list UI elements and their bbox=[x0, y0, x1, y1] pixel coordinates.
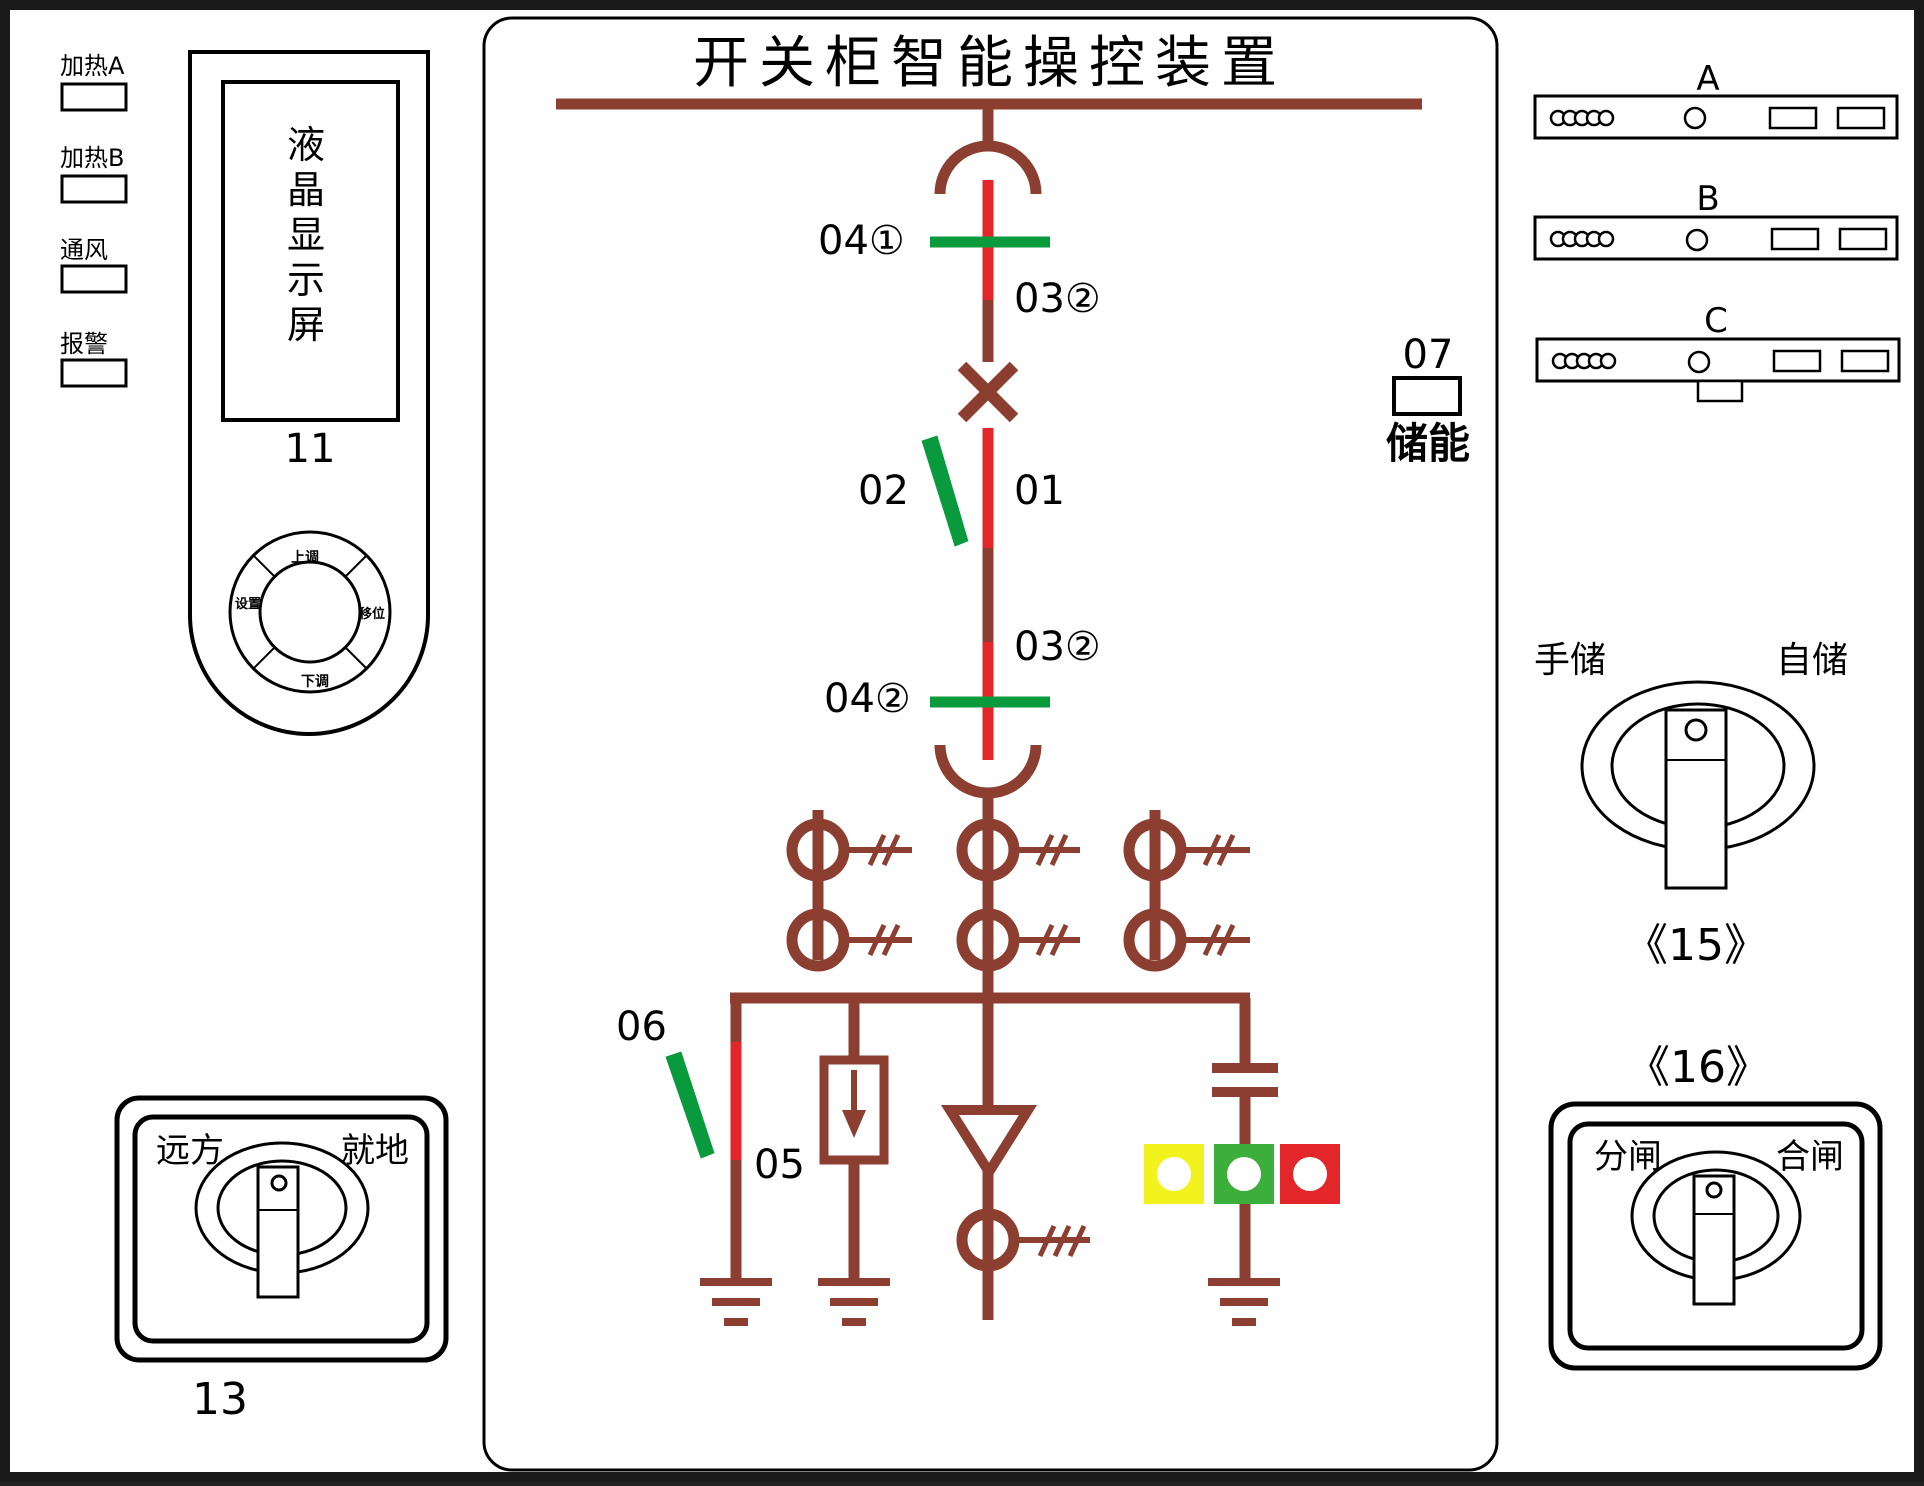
storage-switch-number: 《15》 bbox=[1624, 920, 1768, 971]
label-earth-switch-top: 04① bbox=[818, 218, 905, 264]
indicator-group: 加热A 加热B 通风 报警 bbox=[60, 52, 128, 388]
switch-label-open: 分闸 bbox=[1594, 1137, 1662, 1177]
earth-branch-open-indicator bbox=[665, 1051, 715, 1159]
label-arrester: 05 bbox=[754, 1142, 805, 1188]
lcd-char: 显 bbox=[287, 213, 325, 257]
switch-label-local: 就地 bbox=[341, 1131, 409, 1171]
label-live-top: 03② bbox=[1014, 276, 1101, 322]
remote-local-switch[interactable]: 远方 就地 bbox=[114, 1095, 449, 1363]
indicator-ventilation[interactable]: 通风 bbox=[60, 236, 128, 294]
lcd-unit: 液 晶 显 示 屏 11 上调 下调 设置 移位 bbox=[188, 50, 430, 736]
lcd-char: 屏 bbox=[287, 303, 325, 347]
indicator-label: 报警 bbox=[60, 330, 108, 358]
ct-hash-marks bbox=[867, 833, 1236, 957]
indicator-label: 通风 bbox=[60, 236, 108, 264]
lcd-number: 11 bbox=[285, 426, 336, 472]
phase-panels: A B C bbox=[1533, 59, 1901, 403]
remote-switch-number: 13 bbox=[192, 1374, 248, 1425]
switch-label-remote: 远方 bbox=[156, 1131, 224, 1171]
switch-label-manual: 手储 bbox=[1534, 640, 1606, 681]
ground-symbol bbox=[818, 1278, 890, 1326]
cable-terminal bbox=[940, 1105, 1038, 1182]
indicator-lamp bbox=[60, 264, 128, 294]
indicator-lamp bbox=[60, 174, 128, 204]
label-earth-indicator: 06 bbox=[616, 1004, 667, 1050]
keypad-center-button[interactable] bbox=[258, 560, 362, 664]
lcd-keypad: 上调 下调 设置 移位 bbox=[228, 530, 392, 694]
label-breaker: 01 bbox=[1014, 468, 1065, 514]
ground-symbol bbox=[700, 1278, 772, 1326]
keypad-up-button[interactable]: 上调 bbox=[291, 550, 319, 566]
indicator-lamp bbox=[60, 358, 128, 388]
switch-pointer bbox=[270, 1174, 288, 1192]
phase-label: C bbox=[1704, 301, 1728, 341]
phase-label: A bbox=[1696, 59, 1719, 99]
energy-storage-indicator: 07 储能 bbox=[1386, 332, 1470, 468]
ground-symbol bbox=[1208, 1278, 1280, 1326]
switch-pointer bbox=[1684, 718, 1708, 742]
switch-label-auto: 自储 bbox=[1776, 640, 1848, 681]
diagram-labels: 04① 03② 02 01 03② 04② 06 05 bbox=[616, 218, 1101, 1188]
switch-label-close: 合闸 bbox=[1776, 1137, 1844, 1177]
lower-plug-contact bbox=[934, 744, 1042, 799]
energy-storage-label: 储能 bbox=[1386, 419, 1470, 468]
lcd-screen bbox=[221, 80, 400, 422]
lcd-char: 晶 bbox=[287, 168, 325, 212]
energy-storage-lamp bbox=[1392, 376, 1462, 416]
panel-title: 开关柜智能操控装置 bbox=[693, 31, 1287, 96]
breaker-open-close-switch[interactable]: 分闸 合闸 bbox=[1548, 1101, 1883, 1371]
breaker-open-indicator bbox=[921, 435, 969, 547]
single-line-diagram: 04① 03② 02 01 03② 04② 06 05 bbox=[556, 98, 1422, 1326]
energy-storage-number: 07 bbox=[1403, 332, 1454, 378]
lcd-char: 示 bbox=[287, 258, 325, 302]
lcd-screen-text: 液 晶 显 示 屏 bbox=[287, 123, 325, 347]
phase-panel-a: A bbox=[1533, 59, 1899, 140]
switch-handle[interactable] bbox=[256, 1165, 300, 1299]
keypad-down-button[interactable]: 下调 bbox=[301, 674, 329, 690]
label-breaker-indicator: 02 bbox=[858, 468, 909, 514]
label-earth-switch-bottom: 04② bbox=[824, 676, 911, 722]
phase-panel-b: B bbox=[1533, 179, 1899, 261]
lcd-char: 液 bbox=[287, 123, 325, 167]
breaker-switch-number: 《16》 bbox=[1626, 1042, 1770, 1093]
switch-pointer bbox=[1705, 1181, 1723, 1199]
upper-plug-contact bbox=[934, 140, 1042, 195]
indicator-heat-b[interactable]: 加热B bbox=[60, 144, 128, 204]
indicator-label: 加热B bbox=[60, 144, 124, 172]
indicator-lamp bbox=[60, 82, 128, 112]
label-live-bottom: 03② bbox=[1014, 624, 1101, 670]
phase-label: B bbox=[1696, 179, 1719, 219]
keypad-shift-button[interactable]: 移位 bbox=[359, 606, 385, 622]
switch-handle[interactable] bbox=[1664, 708, 1728, 890]
indicator-heat-a[interactable]: 加热A bbox=[60, 52, 128, 112]
current-transformers bbox=[786, 810, 1250, 972]
indicator-label: 加热A bbox=[60, 52, 125, 80]
voltage-status-lights bbox=[1144, 1144, 1340, 1204]
phase-panel-c: C bbox=[1535, 301, 1901, 403]
storage-mode-switch[interactable]: 手储 自储 《15》 bbox=[1534, 640, 1848, 971]
indicator-alarm[interactable]: 报警 bbox=[60, 330, 128, 388]
keypad-set-button[interactable]: 设置 bbox=[235, 597, 261, 612]
